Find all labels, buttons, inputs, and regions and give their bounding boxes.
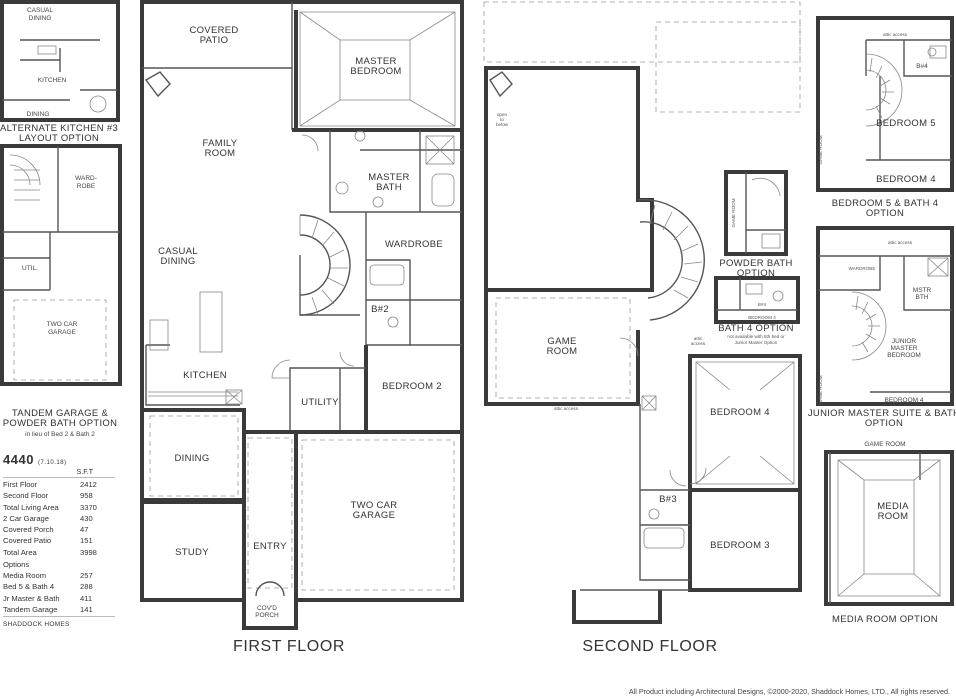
brand-name: SHADDOCK HOMES (3, 621, 70, 629)
wardrobe-label: WARDROBE (385, 239, 443, 250)
bed5-attic-access-label: attic access (883, 32, 908, 37)
tandem-caption: TANDEM GARAGE &POWDER BATH OPTION (3, 408, 117, 429)
utility-label: UTILITY (301, 397, 339, 408)
bath4-caption: BATH 4 OPTION (718, 323, 794, 334)
media-game-room-label: GAME ROOM (864, 441, 905, 448)
bed5-b4-label: B#4 (916, 63, 928, 70)
alt-dining-label: DINING (27, 111, 50, 118)
copyright-footer: All Product including Architectural Desi… (628, 687, 950, 696)
plan-number: 4440 (7.10.18) (3, 452, 67, 467)
first-floor-plan (140, 0, 464, 630)
bed5-bath4-option: attic access B#4 GAME ROOM BEDROOM 5 BED… (816, 16, 954, 219)
jr-attic-access-label: attic access (888, 240, 913, 245)
entry-label: ENTRY (253, 541, 287, 552)
bath3-label: B#3 (659, 494, 677, 505)
plan-date: (7.10.18) (38, 460, 67, 466)
second-floor-plan (483, 1, 802, 624)
kitchen-label: KITCHEN (183, 370, 227, 381)
first-floor-title: FIRST FLOOR (233, 638, 345, 655)
sqft-header: S.F.T (76, 469, 93, 476)
bed5-bedroom4-label: BEDROOM 4 (876, 174, 936, 185)
bath2-label: B#2 (371, 304, 389, 315)
bedroom4-label: BEDROOM 4 (710, 407, 770, 418)
dining-label: DINING (174, 453, 209, 464)
second-floor-title: SECOND FLOOR (582, 638, 717, 655)
bedroom2-label: BEDROOM 2 (382, 381, 442, 392)
bath4-option: B#4 BEDROOM 4 BATH 4 OPTION not availabl… (714, 276, 800, 345)
alt-kitchen-label: KITCHEN (38, 77, 67, 84)
bedroom3-label: BEDROOM 3 (710, 540, 770, 551)
tandem-note: in lieu of Bed 2 & Bath 2 (25, 431, 95, 438)
bed5-bedroom5-label: BEDROOM 5 (876, 118, 936, 129)
powder-game-room-label: GAME ROOM (731, 198, 736, 227)
jr-wardrobe-label: WARDROBE (849, 266, 876, 271)
tandem-wardrobe-label: WARD-ROBE (75, 175, 97, 190)
bath4-bedroom-label: BEDROOM 4 (748, 315, 776, 320)
media-caption: MEDIA ROOM OPTION (832, 614, 938, 625)
jr-bedroom4-label: BEDROOM 4 (884, 397, 923, 404)
jr-game-room-label: GAME ROOM (818, 375, 823, 404)
bath4-b4-label: B#4 (758, 302, 767, 307)
options-header: Options (3, 560, 30, 570)
attic-access-label-2: attic access (554, 406, 579, 411)
tandem-util-label: UTIL. (22, 265, 38, 272)
bed5-game-room-label: GAME ROOM (818, 135, 823, 164)
study-label: STUDY (175, 547, 209, 558)
